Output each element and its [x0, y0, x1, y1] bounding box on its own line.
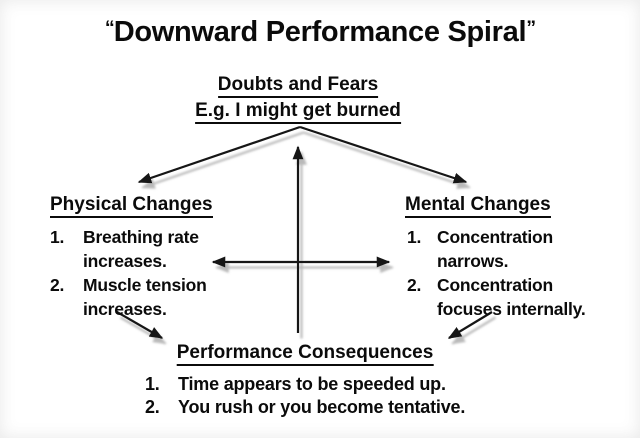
- item-text: Time appears to be speeded up.: [178, 374, 446, 394]
- item-number: 2.: [50, 275, 65, 295]
- doubts-and-fears-example: E.g. I might get burned: [195, 101, 401, 124]
- list-item: 1. Time appears to be speeded up.: [145, 373, 465, 396]
- item-line: increases.: [83, 299, 167, 319]
- arrow-doubts-to-physical-icon: [137, 125, 301, 184]
- item-number: 2.: [407, 275, 422, 295]
- mental-changes-heading: Mental Changes: [405, 194, 551, 218]
- list-item: 1. Breathing rate increases.: [50, 225, 207, 273]
- physical-changes-heading: Physical Changes: [50, 194, 213, 218]
- item-line: focuses internally.: [437, 299, 586, 319]
- physical-changes-list: 1. Breathing rate increases. 2. Muscle t…: [50, 225, 207, 321]
- item-text: Breathing rate increases.: [83, 225, 199, 273]
- arrow-doubts-to-mental-icon: [299, 125, 468, 184]
- item-line: Breathing rate: [83, 227, 199, 247]
- performance-consequences-heading-text: Performance Consequences: [176, 343, 434, 366]
- item-line: Muscle tension: [83, 275, 207, 295]
- item-text: Muscle tension increases.: [83, 273, 207, 321]
- item-number: 1.: [50, 227, 65, 247]
- item-number: 2.: [145, 397, 160, 417]
- list-item: 2. Concentration focuses internally.: [407, 273, 586, 321]
- node-doubts-and-fears: Doubts and Fears E.g. I might get burned: [195, 74, 401, 126]
- item-line: increases.: [83, 251, 167, 271]
- item-text: You rush or you become tentative.: [178, 397, 466, 417]
- item-line: Concentration: [437, 275, 554, 295]
- item-line: narrows.: [437, 251, 509, 271]
- mental-changes-list: 1. Concentration narrows. 2. Concentrati…: [407, 225, 586, 321]
- diagram-title-text: Downward Performance Spiral: [113, 16, 527, 48]
- item-number: 1.: [145, 374, 160, 394]
- item-number: 1.: [407, 227, 422, 247]
- physical-changes-heading-text: Physical Changes: [50, 195, 213, 218]
- diagram-title: “Downward Performance Spiral”: [0, 16, 640, 49]
- list-item: 1. Concentration narrows.: [407, 225, 586, 273]
- item-text: Concentration focuses internally.: [437, 273, 586, 321]
- item-text: Concentration narrows.: [437, 225, 553, 273]
- performance-consequences-list: 1. Time appears to be speeded up. 2. You…: [145, 373, 465, 419]
- open-quote: “: [104, 17, 115, 40]
- item-line: Concentration: [437, 227, 554, 247]
- performance-consequences-heading: Performance Consequences: [176, 342, 434, 366]
- mental-changes-heading-text: Mental Changes: [405, 195, 551, 218]
- doubts-and-fears-title: Doubts and Fears: [217, 75, 379, 98]
- list-item: 2. Muscle tension increases.: [50, 273, 207, 321]
- list-item: 2. You rush or you become tentative.: [145, 396, 465, 419]
- close-quote: ”: [526, 17, 536, 40]
